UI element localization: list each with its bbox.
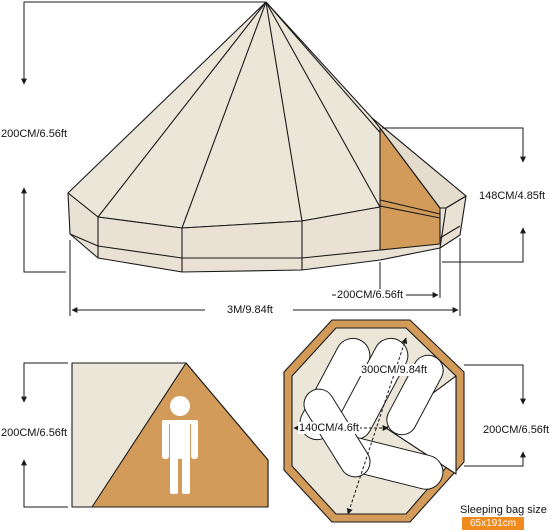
floor-length-label: 300CM/9.84ft (360, 364, 429, 376)
sleeping-bag-size-badge: 65x191cm (462, 517, 525, 530)
floor-width-label: 140CM/4.6ft (298, 422, 360, 434)
wall-height-label: 148CM/4.85ft (478, 190, 547, 202)
sleeping-bag-title: Sleeping bag size (460, 504, 547, 516)
door-flap (371, 117, 467, 209)
tent-wall (67, 192, 467, 273)
wall-seams (97, 207, 447, 272)
bell-tent (67, 1, 467, 273)
door-height-label: 200CM/6.56ft (0, 427, 69, 439)
floor-door-label: 200CM/6.56ft (482, 424, 550, 436)
main-dimension-lines (21, 1, 526, 316)
door-width-label: 200CM/6.56ft (336, 289, 405, 301)
roof-seams (97, 1, 447, 229)
tent-height-label: 200CM/6.56ft (0, 128, 69, 140)
side-dimension-lines (21, 362, 68, 508)
person-figure-icon (162, 396, 198, 494)
diameter-label: 3M/9.84ft (226, 304, 274, 316)
